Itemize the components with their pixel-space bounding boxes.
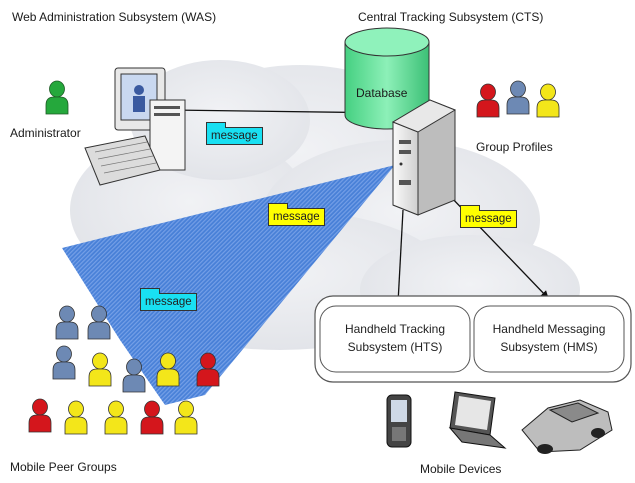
server-icon [391, 99, 457, 216]
hts-label-line2: Subsystem (HTS) [347, 340, 443, 354]
cts-title: Central Tracking Subsystem (CTS) [358, 10, 544, 24]
mobile-devices-label: Mobile Devices [420, 462, 502, 476]
was-title: Web Administration Subsystem (WAS) [12, 10, 217, 24]
message-broadcast-bottom: message [140, 288, 197, 311]
database-label: Database [356, 86, 408, 100]
message-broadcast-top: message [268, 203, 325, 226]
server-hts-arrow [394, 209, 404, 304]
message-server-handheld: message [460, 205, 517, 228]
car-icon [521, 399, 613, 454]
hms-box [473, 305, 625, 373]
mobile-peer-groups-label: Mobile Peer Groups [10, 460, 117, 474]
hms-label-line1: Handheld Messaging [492, 322, 606, 336]
administrator-label: Administrator [10, 126, 81, 140]
hms-label-line2: Subsystem (HMS) [500, 340, 598, 354]
group-profiles-label: Group Profiles [476, 140, 553, 154]
hts-label: Handheld Tracking Subsystem (HTS) [320, 320, 470, 356]
phone-icon [386, 394, 412, 448]
administrator-person-icon [45, 80, 69, 115]
hts-label-line1: Handheld Tracking [344, 322, 446, 336]
workstation-icon [84, 67, 186, 186]
group-profiles-icon [476, 80, 560, 118]
laptop-icon [448, 391, 507, 449]
message-admin-link: message [206, 122, 263, 145]
hts-box [319, 305, 471, 373]
hms-label: Handheld Messaging Subsystem (HMS) [474, 320, 624, 356]
